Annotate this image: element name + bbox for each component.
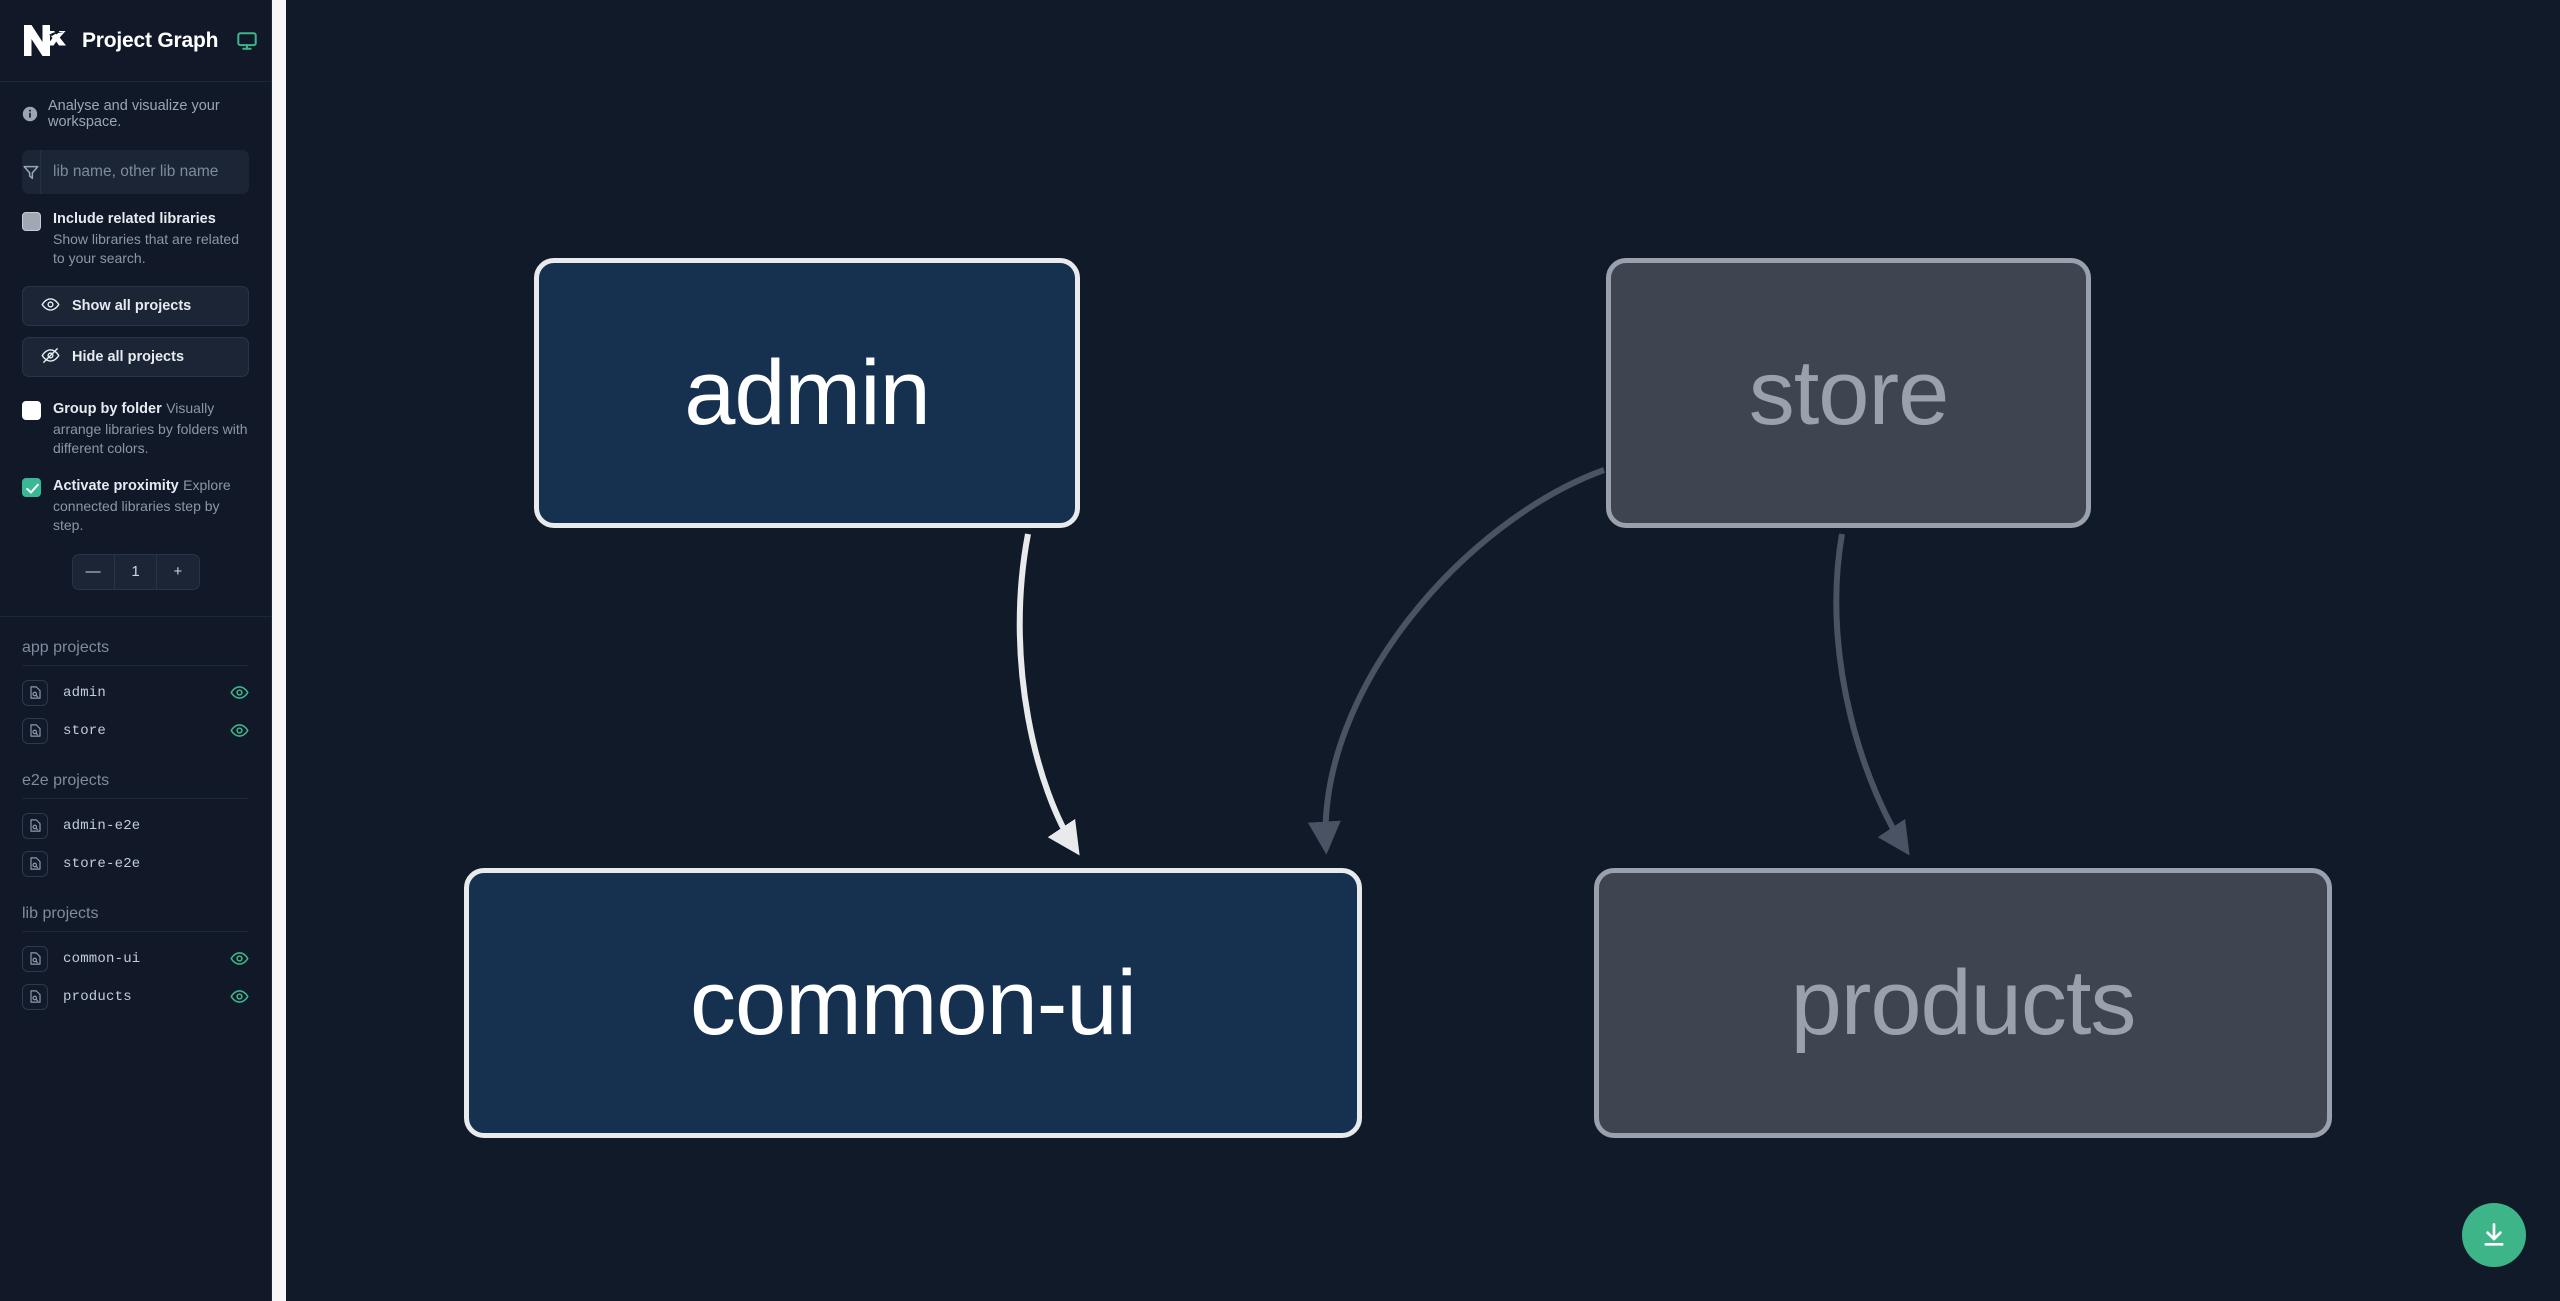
- group-title: lib projects: [22, 883, 249, 932]
- filter-icon: [22, 150, 41, 194]
- info-icon: [22, 106, 38, 122]
- search-input[interactable]: [41, 150, 249, 194]
- project-group-e2e: e2e projects admin-e2e store-e2e: [0, 750, 271, 883]
- project-row-store[interactable]: store: [22, 712, 249, 750]
- option-include-related-libraries[interactable]: Include related libraries Show libraries…: [22, 210, 249, 268]
- option-activate-proximity[interactable]: Activate proximity Explore connected lib…: [22, 476, 249, 535]
- page-title: Project Graph: [82, 28, 219, 52]
- graph-node-label: common-ui: [689, 951, 1137, 1054]
- download-icon: [2480, 1221, 2508, 1249]
- option-group-by-folder[interactable]: Group by folder Visually arrange librari…: [22, 399, 249, 458]
- project-icon: [22, 679, 48, 706]
- project-visibility-eye-icon[interactable]: [230, 721, 249, 740]
- group-title: app projects: [22, 617, 249, 666]
- project-visibility-placeholder: [230, 816, 249, 835]
- sidebar-scrollbar[interactable]: [272, 0, 286, 1301]
- sidebar: Project Graph Analyse and visualize your…: [0, 0, 272, 1301]
- tagline: Analyse and visualize your workspace.: [0, 82, 271, 144]
- project-name: admin-e2e: [63, 817, 141, 834]
- graph-node-label: admin: [684, 341, 931, 444]
- option-description: Show libraries that are related to your …: [53, 230, 239, 266]
- project-row-products[interactable]: products: [22, 978, 249, 1016]
- group-by-folder-checkbox[interactable]: [22, 401, 41, 421]
- project-row-common-ui[interactable]: common-ui: [22, 940, 249, 978]
- project-visibility-eye-icon[interactable]: [230, 987, 249, 1006]
- project-group-lib: lib projects common-ui: [0, 883, 271, 1016]
- group-title: e2e projects: [22, 750, 249, 799]
- proximity-increment-button[interactable]: +: [156, 554, 198, 589]
- tagline-text: Analyse and visualize your workspace.: [48, 98, 220, 130]
- activate-proximity-checkbox[interactable]: [22, 478, 41, 498]
- project-graph-canvas[interactable]: admin store common-ui products: [286, 0, 2560, 1301]
- graph-node-products[interactable]: products: [1594, 868, 2332, 1138]
- nx-logo-icon: [22, 21, 68, 61]
- option-label: Group by folder: [53, 401, 162, 418]
- show-all-projects-label: Show all projects: [72, 298, 192, 315]
- download-graph-button[interactable]: [2462, 1203, 2526, 1267]
- proximity-decrement-button[interactable]: —: [85, 563, 101, 581]
- edge-admin-to-common-ui: [1016, 533, 1080, 856]
- graph-node-label: products: [1790, 951, 2137, 1054]
- graph-edges: [1016, 467, 1910, 856]
- project-icon: [22, 717, 48, 744]
- project-visibility-placeholder: [230, 854, 249, 873]
- graph-node-common-ui[interactable]: common-ui: [464, 868, 1362, 1138]
- hide-all-projects-label: Hide all projects: [72, 349, 185, 366]
- project-row-admin[interactable]: admin: [22, 674, 249, 712]
- project-icon: [22, 983, 48, 1010]
- sidebar-header: Project Graph: [0, 0, 271, 82]
- graph-node-admin[interactable]: admin: [534, 258, 1080, 528]
- option-label: Activate proximity: [53, 478, 179, 495]
- project-icon: [22, 945, 48, 972]
- search-field[interactable]: [22, 150, 249, 194]
- project-icon: [22, 850, 48, 877]
- proximity-stepper[interactable]: — 1 +: [71, 553, 200, 590]
- option-label: Include related libraries: [53, 211, 216, 227]
- include-related-libraries-checkbox[interactable]: [22, 212, 41, 231]
- project-name: products: [63, 988, 132, 1005]
- sidebar-divider: [0, 615, 271, 617]
- option-description: Visually arrange libraries by folders wi…: [53, 400, 248, 457]
- option-description: Explore connected libraries step by step…: [53, 477, 231, 534]
- project-name: store-e2e: [63, 855, 141, 872]
- edge-store-to-common-ui: [1307, 467, 1606, 855]
- edge-store-to-products: [1833, 533, 1910, 856]
- project-icon: [22, 812, 48, 839]
- project-name: common-ui: [63, 950, 141, 967]
- monitor-icon[interactable]: [232, 30, 258, 52]
- project-name: admin: [63, 684, 107, 701]
- eye-off-icon: [41, 346, 60, 369]
- graph-node-store[interactable]: store: [1606, 258, 2091, 528]
- project-visibility-eye-icon[interactable]: [230, 683, 249, 702]
- sidebar-controls: Include related libraries Show libraries…: [0, 144, 271, 590]
- project-name: store: [63, 722, 107, 739]
- project-row-store-e2e[interactable]: store-e2e: [22, 845, 249, 883]
- graph-node-label: store: [1748, 341, 1950, 444]
- hide-all-projects-button[interactable]: Hide all projects: [22, 337, 249, 378]
- show-all-projects-button[interactable]: Show all projects: [22, 286, 249, 327]
- project-row-admin-e2e[interactable]: admin-e2e: [22, 807, 249, 845]
- project-visibility-eye-icon[interactable]: [230, 949, 249, 968]
- project-group-app: app projects admin: [0, 617, 271, 750]
- eye-icon: [41, 295, 60, 318]
- proximity-value: 1: [113, 554, 156, 589]
